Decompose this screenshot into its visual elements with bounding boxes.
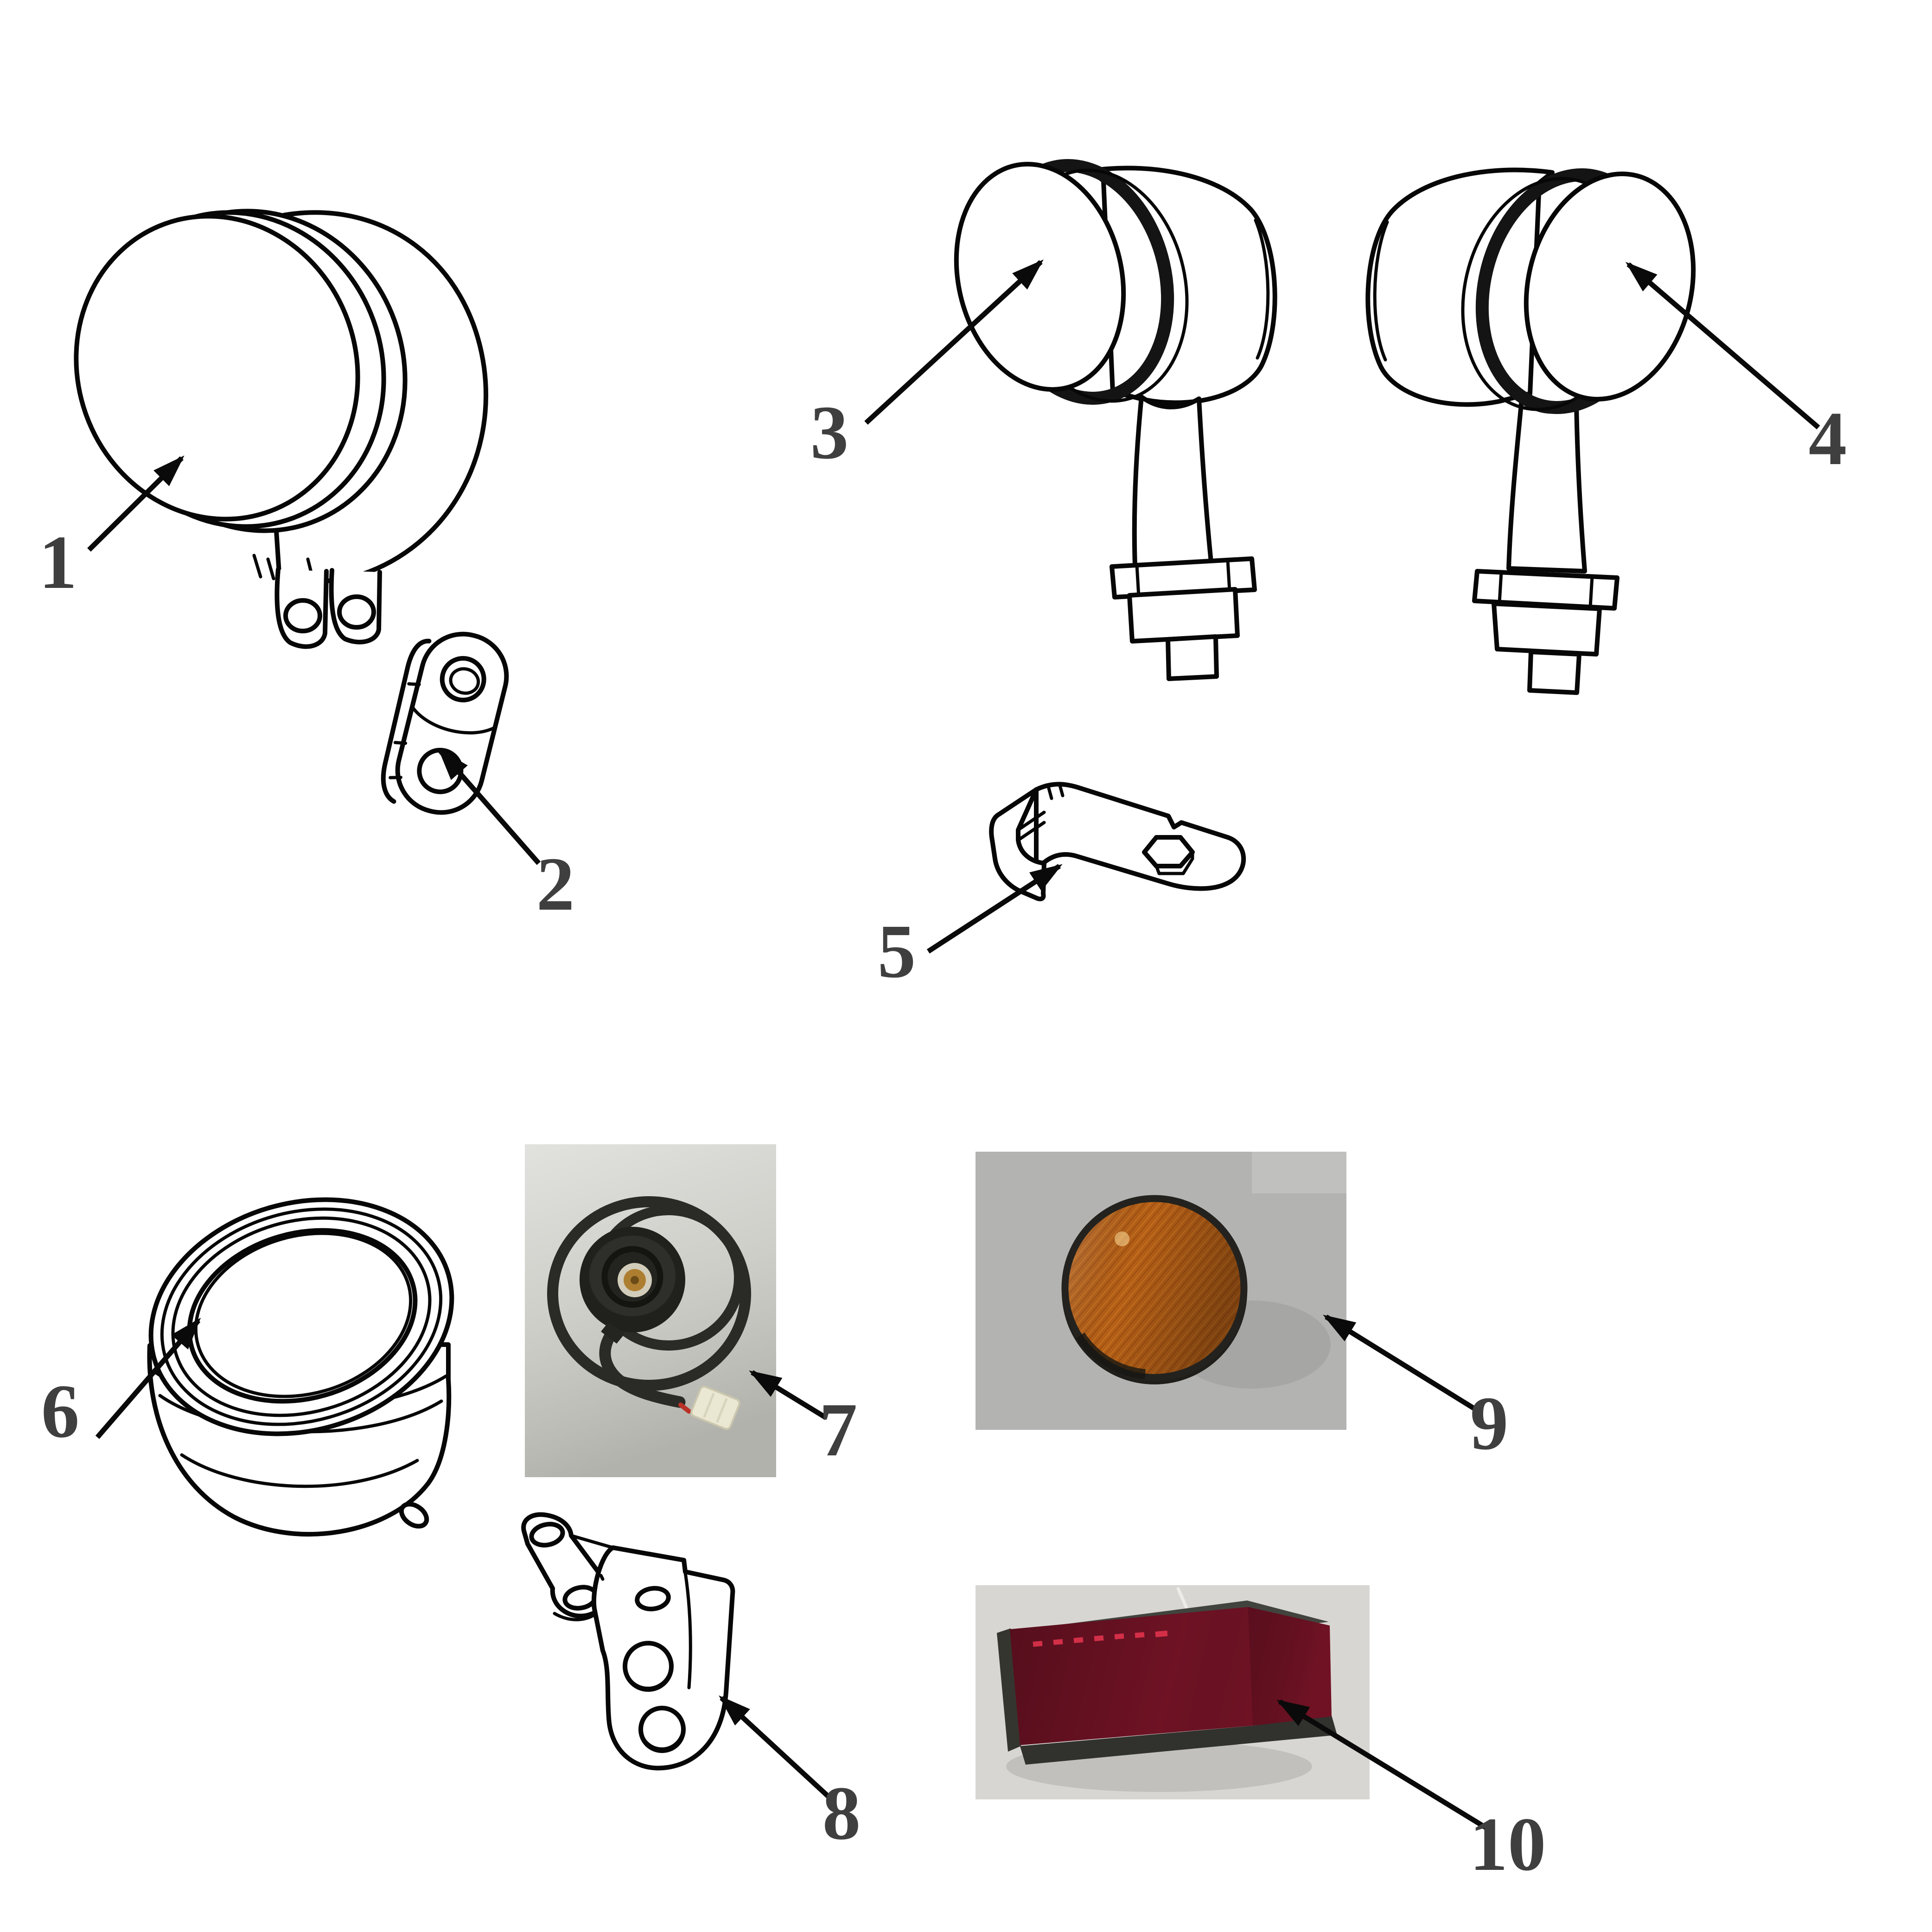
callout-2-arrow	[438, 748, 541, 865]
reflector-glints	[1033, 1630, 1168, 1647]
callout-10-label: 10	[1470, 1802, 1546, 1887]
callout-4-label: 4	[1809, 396, 1847, 481]
callout-9-label: 9	[1470, 1381, 1509, 1466]
callout-1-arrow	[87, 455, 185, 552]
callout-7-label: 7	[819, 1387, 858, 1472]
callout-7-arrow	[749, 1370, 828, 1420]
callout-7: 7	[749, 1370, 858, 1472]
callout-5: 5	[878, 864, 1063, 994]
part-5-signal-bracket-drawing	[989, 782, 1246, 901]
callout-3: 3	[810, 259, 1044, 475]
callout-3-label: 3	[810, 390, 849, 475]
part-8-mounting-bracket-drawing	[521, 1512, 735, 1771]
callout-10: 10	[1276, 1699, 1546, 1887]
part-7-sensor-photo	[525, 1144, 776, 1477]
callout-4: 4	[1625, 261, 1847, 481]
part-3-turn-signal-drawing	[954, 159, 1277, 681]
callout-8-label: 8	[823, 1771, 861, 1855]
callout-4-arrow	[1625, 261, 1820, 430]
cable-connector	[690, 1385, 740, 1430]
callout-6-label: 6	[41, 1369, 80, 1454]
callouts: 1 2 3 4 5 6 7 8	[39, 259, 1847, 1887]
callout-9: 9	[1323, 1314, 1509, 1466]
callout-5-label: 5	[878, 909, 916, 994]
callout-2-label: 2	[536, 842, 575, 926]
callout-8-arrow	[719, 1695, 831, 1799]
callout-1-label: 1	[39, 520, 77, 605]
callout-8: 8	[719, 1695, 861, 1855]
callout-1: 1	[39, 455, 185, 605]
part-10-red-reflector-photo	[976, 1585, 1370, 1799]
part-4-turn-signal-drawing	[1365, 167, 1696, 695]
part-9-amber-reflector-photo	[976, 1152, 1346, 1430]
part-1-headlight-drawing	[74, 209, 488, 649]
callout-10-arrow	[1276, 1699, 1493, 1834]
callout-2: 2	[438, 748, 575, 926]
part-2-clamp-bracket-drawing	[381, 631, 509, 815]
callout-6-arrow	[95, 1317, 201, 1439]
callout-5-arrow	[927, 864, 1063, 954]
callout-3-arrow	[864, 259, 1044, 425]
part-6-shell-ring-drawing	[147, 1197, 454, 1537]
callout-9-arrow	[1323, 1314, 1477, 1412]
callout-6: 6	[41, 1317, 201, 1454]
